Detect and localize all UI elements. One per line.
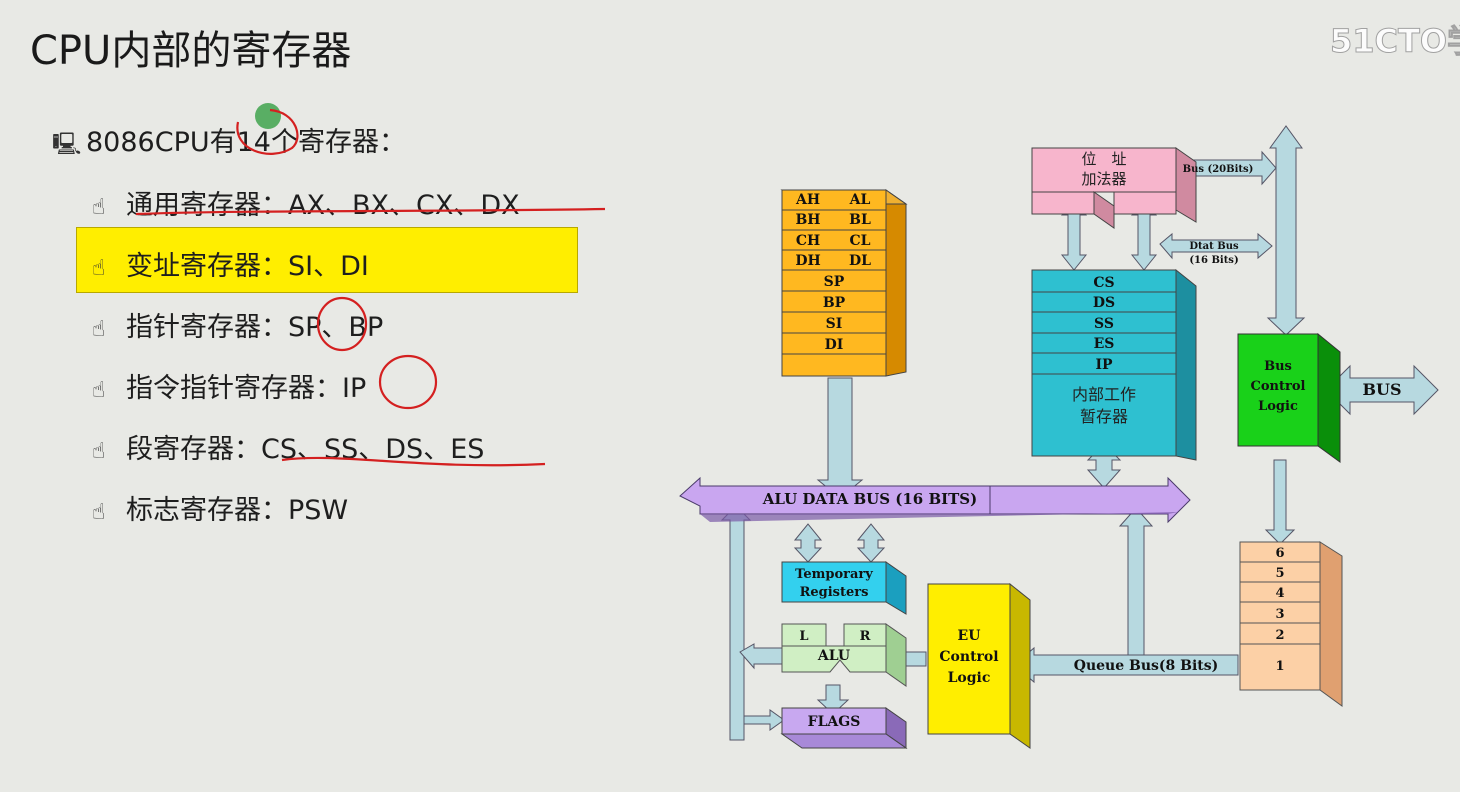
temp-regs-label: Temporary	[795, 567, 873, 582]
alu-bus-label: ALU DATA BUS (16 BITS)	[762, 490, 978, 508]
register-label: DI	[825, 337, 844, 353]
register-label: SI	[826, 316, 843, 332]
pointer-hand-icon: ☝	[92, 256, 106, 281]
computer-icon: 🖳	[52, 132, 82, 157]
alu-block: L R ALU	[781, 623, 907, 687]
flags-register: FLAGS	[780, 707, 908, 749]
bullet-text: 段寄存器：CS、SS、DS、ES	[126, 434, 485, 465]
alu-label: ALU	[817, 648, 850, 664]
bus-control-text: Logic	[1258, 399, 1298, 414]
alu-data-bus: ALU DATA BUS (16 BITS)	[679, 476, 1191, 524]
intro-text: 8086CPU有14个寄存器：	[86, 127, 406, 158]
internal-regs-label: 内部工作	[1072, 385, 1136, 404]
underline-mark	[281, 456, 546, 467]
bullet-item: ☝ 变址寄存器：SI、DI	[92, 244, 369, 283]
address-adder: 位 址 加法器	[1031, 147, 1197, 229]
register-label: SS	[1094, 316, 1114, 332]
pointer-hand-icon: ☝	[92, 500, 106, 525]
register-label: IP	[1095, 357, 1113, 373]
eu-label: Control	[939, 649, 998, 665]
bus-control-text: Control	[1251, 379, 1306, 394]
circle-mark	[316, 296, 368, 352]
circle-mark	[236, 108, 299, 155]
pointer-hand-icon: ☝	[92, 317, 106, 342]
bullet-text: 指针寄存器：SP、BP	[126, 312, 384, 343]
queue-slot: 6	[1275, 546, 1284, 561]
bullet-text: 指令指针寄存器：IP	[126, 373, 367, 404]
pointer-hand-icon: ☝	[92, 195, 106, 220]
register-label: DH	[795, 253, 820, 269]
instruction-queue: 6 5 4 3 2 1	[1239, 541, 1343, 707]
bullet-item: ☝ 指令指针寄存器：IP	[92, 366, 366, 405]
circle-mark	[378, 354, 438, 410]
highlight-box	[76, 227, 578, 293]
gp-register-block: AH AL BH BL CH CL DH DL SP BP SI DI	[780, 189, 908, 377]
bullet-text: 通用寄存器：AX、BX、CX、DX	[126, 190, 520, 221]
queue-bus-label: Queue Bus(8 Bits)	[1074, 658, 1219, 674]
register-label: AH	[795, 192, 820, 208]
eu-label: Logic	[948, 670, 991, 686]
register-label: CH	[796, 233, 820, 249]
temp-regs-label: Registers	[800, 585, 869, 600]
queue-slot: 1	[1275, 659, 1284, 674]
bullet-text: 变址寄存器：SI、DI	[126, 251, 369, 282]
adder-label: 位 址	[1081, 150, 1126, 168]
addr-bus-label: Bus (20Bits)	[1183, 164, 1254, 175]
register-label: BH	[795, 212, 820, 228]
bus-control-text: Bus	[1264, 359, 1292, 374]
register-label: SP	[824, 274, 845, 290]
eu-control-logic: EU Control Logic	[927, 582, 1031, 749]
register-label: DS	[1093, 295, 1115, 311]
underline-mark	[135, 207, 606, 216]
bullet-item: ☝ 段寄存器：CS、SS、DS、ES	[92, 427, 484, 466]
queue-slot: 4	[1275, 586, 1284, 601]
intro-bullet: 🖳8086CPU有14个寄存器：	[52, 120, 406, 165]
segment-register-block: CS DS SS ES IP 内部工作 暂存器	[1031, 268, 1197, 461]
watermark-logo: 51CTO学	[1329, 22, 1460, 61]
alu-input-label: R	[860, 629, 871, 644]
queue-slot: 2	[1275, 628, 1284, 643]
temporary-registers: Temporary Registers	[781, 561, 907, 615]
bus-control-logic: Bus Control Logic	[1237, 332, 1341, 463]
slide-title: CPU内部的寄存器	[30, 28, 352, 74]
alu-input-label: L	[799, 629, 808, 644]
register-label: BL	[849, 212, 871, 228]
register-label: DL	[849, 253, 871, 269]
pointer-hand-icon: ☝	[92, 378, 106, 403]
bullet-item: ☝ 标志寄存器：PSW	[92, 488, 348, 527]
queue-slot: 3	[1275, 607, 1284, 622]
eu-label: EU	[958, 628, 981, 644]
register-label: BP	[823, 295, 846, 311]
flags-label: FLAGS	[808, 714, 861, 730]
pointer-hand-icon: ☝	[92, 439, 106, 464]
internal-regs-label: 暂存器	[1080, 407, 1128, 426]
register-label: AL	[849, 192, 871, 208]
bullet-text: 标志寄存器：PSW	[126, 495, 349, 526]
adder-label: 加法器	[1081, 170, 1126, 188]
bullet-item: ☝ 指针寄存器：SP、BP	[92, 305, 383, 344]
register-label: CS	[1093, 275, 1114, 291]
register-label: ES	[1094, 336, 1115, 352]
data-bus-label: Dtat Bus	[1189, 241, 1239, 252]
bullet-item: ☝ 通用寄存器：AX、BX、CX、DX	[92, 183, 520, 222]
data-bus-label: (16 Bits)	[1189, 255, 1238, 266]
bus-label: BUS	[1362, 380, 1401, 399]
queue-slot: 5	[1275, 566, 1284, 581]
register-label: CL	[850, 233, 871, 249]
